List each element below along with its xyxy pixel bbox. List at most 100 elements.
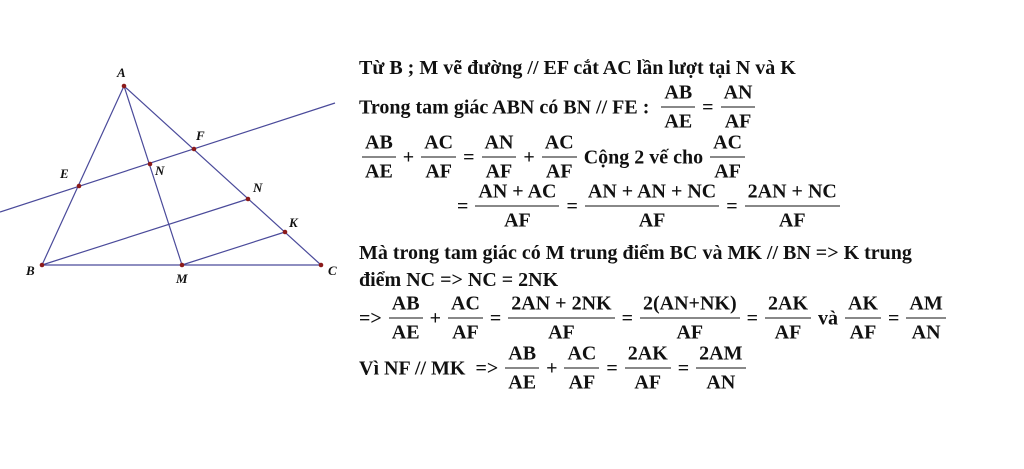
denominator: AF: [714, 160, 741, 183]
text-segment: =: [457, 195, 469, 217]
numerator: 2AN + NC: [744, 181, 840, 207]
segment-am: [123, 85, 183, 266]
text-segment: =: [606, 357, 618, 379]
segment-mk: [181, 231, 286, 266]
denominator: AE: [508, 371, 537, 394]
point-a: [121, 83, 127, 89]
text-segment: +: [546, 357, 558, 379]
denominator: AF: [452, 321, 479, 344]
point-c: [318, 262, 324, 268]
denominator: AF: [849, 321, 877, 344]
denominator: AF: [504, 209, 531, 232]
denominator: AN: [911, 321, 941, 344]
numerator: 2AK: [624, 343, 671, 369]
numerator: AC: [541, 132, 577, 158]
numerator: 2AK: [765, 293, 812, 319]
text-segment: =: [888, 307, 900, 329]
denominator: AF: [425, 160, 452, 183]
text-segment: =: [746, 307, 759, 329]
point-n2: [245, 196, 251, 202]
label-n1: N: [154, 163, 165, 178]
denominator: AE: [365, 160, 393, 183]
text-segment: =: [702, 96, 714, 118]
denominator: AF: [548, 321, 575, 344]
numerator: AC: [710, 132, 746, 158]
text-segment: =: [726, 195, 738, 217]
numerator: AB: [661, 82, 696, 108]
denominator: AF: [485, 160, 513, 183]
text-segment: Cộng 2 vế cho: [583, 146, 704, 168]
label-b: B: [25, 263, 35, 278]
text-segment: =: [677, 357, 690, 379]
text-segment: Từ B ; M vẽ đường // EF cắt AC lần lượt …: [359, 57, 796, 79]
label-a: A: [116, 65, 126, 80]
text-segment: =: [621, 307, 633, 329]
solution-line: Từ B ; M vẽ đường // EF cắt AC lần lượt …: [357, 57, 798, 79]
label-k: K: [288, 215, 299, 230]
denominator: AE: [664, 110, 693, 133]
text-segment: +: [402, 146, 415, 168]
denominator: AF: [568, 371, 596, 394]
label-f: F: [195, 128, 205, 143]
text-segment: +: [523, 146, 535, 168]
numerator: AK: [845, 293, 882, 319]
text-segment: điểm NC => NC = 2NK: [359, 269, 559, 291]
point-m: [179, 262, 185, 268]
numerator: AN: [720, 82, 756, 108]
denominator: AF: [638, 209, 666, 232]
denominator: AF: [545, 160, 573, 183]
label-n2: N: [252, 180, 263, 195]
point-f: [191, 146, 197, 152]
text-segment: Trong tam giác ABN có BN // FE :: [359, 96, 655, 118]
label-e: E: [59, 166, 69, 181]
denominator: AF: [724, 110, 752, 133]
geometry-diagram: A E N F N K B M C: [0, 65, 337, 286]
solution-line: điểm NC => NC = 2NK: [357, 269, 560, 291]
solution-line: Mà trong tam giác có M trung điểm BC và …: [357, 242, 914, 264]
point-k: [282, 229, 288, 235]
denominator: AF: [778, 209, 806, 232]
text-segment: Vì NF // MK =>: [359, 357, 499, 379]
text-segment: +: [429, 307, 441, 329]
denominator: AF: [774, 321, 802, 344]
numerator: 2(AN+NK): [640, 293, 740, 319]
denominator: AE: [391, 321, 420, 344]
segment-bn: [41, 198, 249, 266]
denominator: AF: [634, 371, 662, 394]
text-segment: =: [566, 195, 578, 217]
segment-ac: [123, 85, 322, 266]
text-segment: Mà trong tam giác có M trung điểm BC và …: [359, 242, 912, 264]
numerator: AC: [448, 293, 483, 319]
numerator: AN + AC: [475, 181, 560, 207]
label-m: M: [175, 271, 188, 286]
numerator: 2AM: [696, 343, 746, 369]
numerator: 2AN + 2NK: [508, 293, 615, 319]
text-segment: =: [463, 146, 475, 168]
numerator: AB: [388, 293, 423, 319]
numerator: AB: [505, 343, 540, 369]
numerator: AB: [362, 132, 396, 158]
numerator: AC: [421, 132, 457, 158]
text-segment: và: [818, 307, 839, 329]
